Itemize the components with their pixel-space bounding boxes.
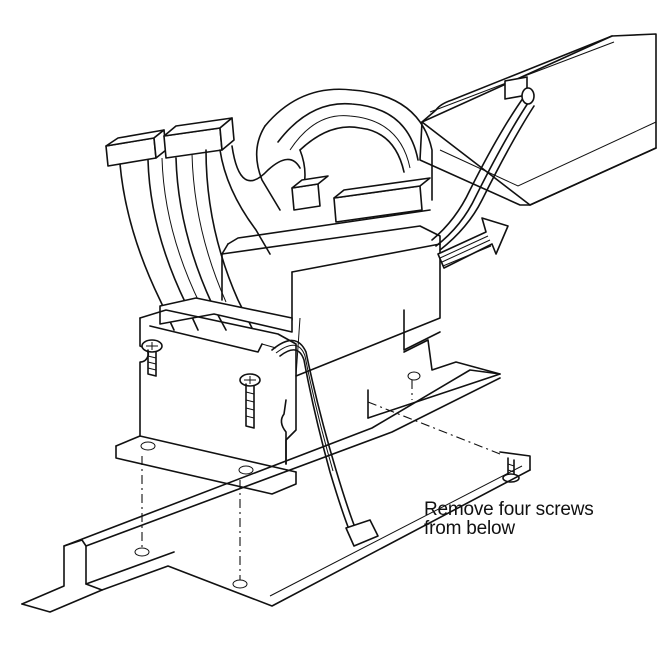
rear-bracket: [367, 339, 501, 419]
drive-cable: [431, 87, 535, 251]
screw-right: [239, 373, 261, 429]
electronics-housing: [159, 209, 441, 377]
board-connectors: [291, 175, 431, 223]
caption-line-1: Remove four screws: [424, 499, 594, 520]
caption-line-2: from below: [424, 518, 515, 539]
mounting-flange: [115, 435, 297, 495]
base-channel: [21, 369, 531, 613]
drive-unit: [419, 33, 657, 206]
ribbon-cables: [105, 117, 301, 331]
alignment-lines: [141, 380, 501, 580]
cable-bundle: [255, 88, 433, 211]
screw-left: [141, 339, 163, 377]
power-cable: [271, 339, 379, 547]
loose-screw: [502, 457, 520, 483]
caption-label: Remove four screws from below: [424, 500, 654, 538]
direction-arrow: [437, 217, 509, 269]
